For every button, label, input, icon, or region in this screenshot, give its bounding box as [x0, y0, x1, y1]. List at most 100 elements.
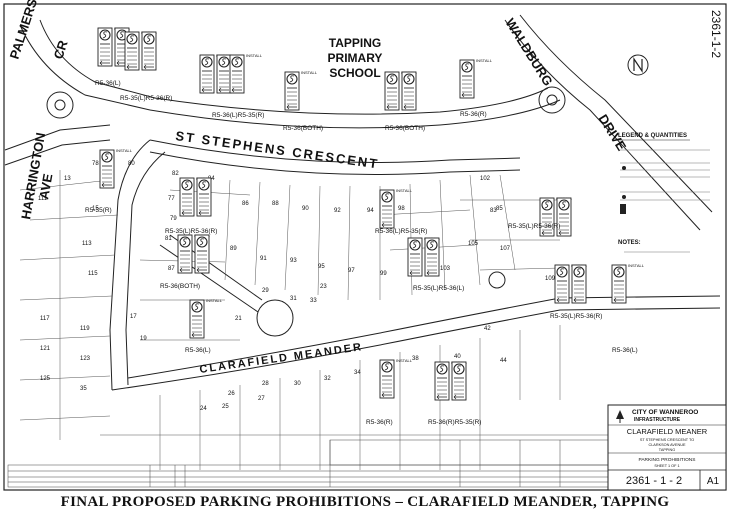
- lot-number: 92: [334, 208, 341, 214]
- lot-number: 31: [290, 296, 297, 302]
- lot-number: 90: [302, 206, 309, 212]
- parking-sign-icon: [434, 361, 450, 401]
- legend-panel: LEGEND & QUANTITIES NOTES:: [618, 133, 710, 253]
- lot-number: 28: [262, 381, 269, 387]
- revision-table: [7, 439, 609, 488]
- parking-sign-icon: [141, 31, 157, 71]
- lot-number: 86: [242, 201, 249, 207]
- install-label: INSTALL: [246, 53, 263, 58]
- lot-number: 23: [320, 284, 327, 290]
- lot-number: 34: [354, 370, 361, 376]
- lot-number: 109: [545, 276, 556, 282]
- lot-number: 125: [40, 376, 51, 382]
- parking-sign-icon: [379, 359, 395, 399]
- school-label: TAPPING PRIMARY SCHOOL: [328, 36, 383, 80]
- legend-notes-label: NOTES:: [618, 240, 641, 246]
- lot-number: 33: [310, 298, 317, 304]
- road-label-palmerston-suffix: CR: [51, 38, 71, 61]
- sign-ref-label: R5-35(L)R5-36(R): [550, 313, 602, 320]
- install-label: INSTALL: [628, 263, 645, 268]
- parking-sign-icon: [424, 237, 440, 277]
- lot-number: 40: [454, 354, 461, 360]
- parking-sign-icon: [177, 234, 193, 274]
- figure-caption: FINAL PROPOSED PARKING PROHIBITIONS – CL…: [60, 494, 670, 510]
- parking-sign-icon: [229, 54, 245, 94]
- parking-sign-icon: [216, 54, 232, 94]
- parking-sign-icon: [611, 264, 627, 304]
- sign-cluster: INSTALL: [229, 53, 263, 94]
- lot-number: 35: [80, 386, 87, 392]
- parking-sign-icon: [99, 149, 115, 189]
- lot-number: 117: [40, 316, 50, 322]
- lot-number: 38: [412, 356, 419, 362]
- parking-sign-icon: [384, 71, 400, 111]
- lot-number: 94: [367, 208, 374, 214]
- sign-cluster: INSTALL: [554, 263, 588, 304]
- parking-sign-icon: [194, 234, 210, 274]
- city-logo-icon: [616, 410, 624, 423]
- title-block-location-1: ST STEPHENS CRESCENT TO: [640, 438, 694, 442]
- install-label: INSTALL: [116, 148, 133, 153]
- lot-number: 87: [168, 266, 175, 272]
- sign-ref-label: R5-36(L): [612, 347, 638, 354]
- title-block-project: CLARAFIELD MEANER: [627, 427, 708, 436]
- lot-number: 26: [228, 391, 235, 397]
- drawing-number-vertical: 2361-1-2: [709, 10, 723, 58]
- sign-ref-label: R5-35(R): [85, 207, 112, 214]
- sign-ref-label: R5-35(L)R5-36(L): [413, 285, 464, 292]
- lot-number: 102: [480, 176, 491, 182]
- sign-cluster: INSTALL: [384, 70, 418, 111]
- sign-cluster: INSTALL: [189, 298, 223, 339]
- lot-number: 89: [230, 246, 237, 252]
- lot-number: 97: [348, 268, 355, 274]
- drawing-border: [3, 3, 727, 491]
- lot-number: 85: [496, 206, 503, 212]
- sign-ref-label: R5-36(BOTH): [283, 125, 323, 132]
- sign-ref-label: R5-36(R): [366, 419, 393, 426]
- lot-number: 42: [484, 326, 491, 332]
- lot-number: 119: [80, 326, 90, 332]
- install-label: INSTALL: [301, 70, 318, 75]
- lot-number: 91: [260, 256, 267, 262]
- parking-sign-icon: [97, 27, 113, 67]
- install-label: INSTALL: [206, 298, 223, 303]
- school-label-line-1: TAPPING: [329, 36, 381, 50]
- lot-number: 32: [324, 376, 331, 382]
- sign-ref-label: R5-36(R)R5-35(R): [428, 419, 481, 426]
- lot-number: 27: [258, 396, 265, 402]
- sign-cluster: INSTALL: [199, 53, 233, 94]
- title-block-authority: CITY OF WANNEROO: [632, 409, 698, 416]
- sign-ref-label: R5-36(L)R5-35(R): [212, 112, 264, 119]
- legend-title: LEGEND & QUANTITIES: [618, 133, 687, 139]
- sign-ref-label: R5-35(L)R5-36(R): [165, 228, 217, 235]
- lot-boundaries: [19, 170, 610, 470]
- sign-reference-labels: R5-36(L) R5-35(L)R5-36(R) R5-36(L)R5-35(…: [85, 80, 638, 426]
- lot-number: 30: [294, 381, 301, 387]
- lot-number: 83: [490, 208, 497, 214]
- lot-number: 79: [170, 216, 177, 222]
- parking-sign-icon: [199, 54, 215, 94]
- sign-ref-label: R5-36(BOTH): [160, 283, 200, 290]
- parking-sign-icon: [124, 31, 140, 71]
- sign-ref-label: R5-35(L)R5-36(R): [508, 223, 560, 230]
- parking-sign-icon: [196, 177, 212, 217]
- title-block: CITY OF WANNEROO INFRASTRUCTURE CLARAFIE…: [607, 404, 727, 491]
- sign-cluster: INSTALL: [459, 58, 493, 99]
- sign-cluster: INSTALL: [611, 263, 645, 304]
- sign-ref-label: R5-36(L)R5-35(R): [375, 228, 427, 235]
- lot-number: 78: [92, 161, 99, 167]
- sign-ref-label: R5-36(BOTH): [385, 125, 425, 132]
- sign-cluster: INSTALL: [379, 188, 413, 229]
- install-label: INSTALL: [396, 358, 413, 363]
- parking-sign-icon: [556, 197, 572, 237]
- sign-cluster: INSTALL: [177, 233, 211, 274]
- title-block-sheet: SHEET 1 OF 1: [654, 464, 679, 468]
- lot-number: 80: [128, 161, 135, 167]
- road-network: [4, 14, 721, 391]
- title-block-size: A1: [707, 476, 720, 487]
- title-block-number: 2361 - 1 - 2: [626, 475, 682, 487]
- parking-sign-icon: [539, 197, 555, 237]
- parking-sign-icon: [554, 264, 570, 304]
- lot-number: 13: [64, 176, 71, 182]
